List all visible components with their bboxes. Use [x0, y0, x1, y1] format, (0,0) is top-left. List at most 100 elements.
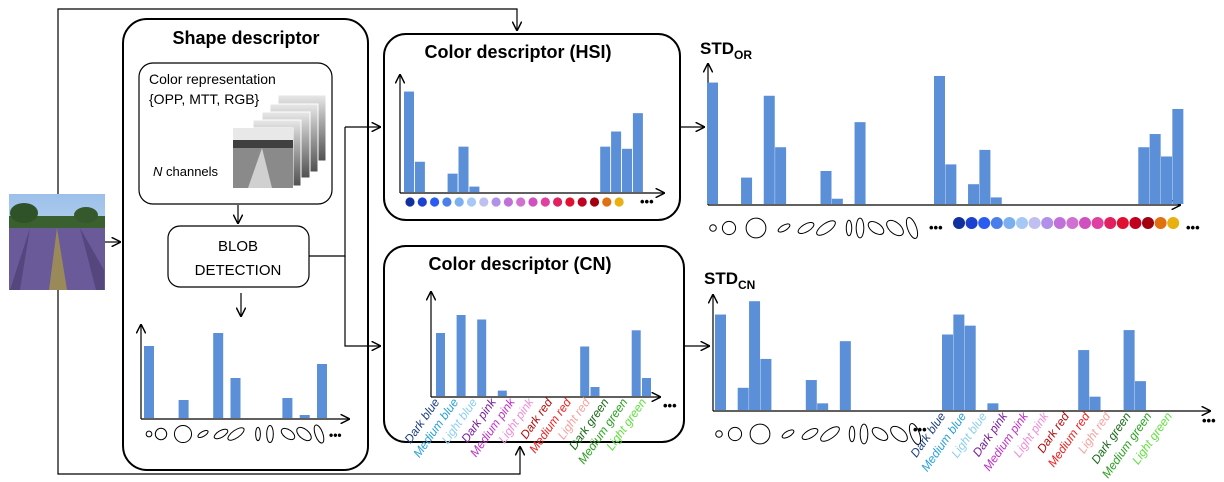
color-representation-box — [138, 62, 333, 205]
shape-histogram-bar — [213, 333, 224, 418]
arrow-image-top-to-hsi — [57, 8, 517, 194]
shape-glyph-ellipse-vertical-icon — [266, 424, 274, 444]
shape-descriptor-title: Shape descriptor — [172, 28, 319, 48]
hsi-histogram-bar — [611, 131, 622, 192]
std-or-shape-ellipse-vertical-long-icon — [905, 217, 919, 239]
shape-glyph-row: ••• — [145, 424, 342, 444]
std-or-histogram-bar — [1161, 156, 1172, 204]
cn-histogram-bar — [477, 319, 487, 396]
hsi-histogram-bar — [447, 173, 458, 192]
std-or-histogram-bar — [1149, 134, 1161, 204]
std-or-shape-ellipse-tilted-wide-2-icon — [886, 219, 904, 237]
std-or-shape-ellipse-vertical-thin-icon — [845, 219, 853, 237]
shape-histogram-bar — [317, 364, 327, 418]
std-or-color-dot — [1041, 217, 1054, 229]
hsi-color-dot — [553, 197, 563, 207]
std-cn-histogram-bar — [942, 334, 953, 410]
std-or-shape-ellipse-vertical-icon — [855, 217, 865, 239]
std-or-shape-row — [709, 217, 919, 239]
std-or-shape-ellipse-tilted-thin-icon — [777, 223, 791, 233]
std-or-shape-ellipse-tilted-long-icon — [816, 220, 836, 236]
shape-histogram-bar — [144, 346, 154, 418]
hsi-histogram-bar — [404, 91, 414, 192]
cn-histogram-bar — [580, 346, 590, 396]
std-or-shape-ellipse-tilted-icon — [797, 221, 815, 235]
hsi-histogram-bar — [469, 186, 480, 192]
shape-glyph-ellipse-tilted-long-icon — [227, 427, 245, 441]
cn-descriptor-title: Color descriptor (CN) — [428, 254, 611, 274]
std-or-color-dot — [1066, 217, 1079, 229]
std-cn-histogram-bar — [737, 387, 749, 410]
hsi-histogram-bar — [622, 148, 632, 192]
shape-histogram-bar — [178, 400, 189, 418]
color-representation-sets: {OPP, MTT, RGB} — [149, 91, 260, 107]
std-or-shape-circle-large-icon — [745, 217, 767, 239]
hsi-histogram-bar — [632, 113, 643, 192]
hsi-color-dot — [466, 197, 477, 207]
std-cn-shape-ellipse-tilted-long-icon — [820, 426, 840, 442]
std-cn-shape-ellipse-vertical-long-icon — [908, 423, 922, 445]
std-or-histogram-bar — [763, 95, 775, 204]
hsi-ellipsis: ••• — [640, 194, 654, 209]
std-or-histogram — [707, 64, 1184, 205]
cn-histogram-bar — [456, 315, 466, 396]
std-or-color-dot — [965, 217, 978, 229]
channel-images-stack — [232, 94, 327, 189]
std-cn-histogram-bar — [1134, 381, 1146, 410]
std-cn-shape-ellipse-tilted-wide-icon — [871, 427, 889, 441]
hsi-color-dot — [577, 197, 587, 207]
arrow-split-to-cn — [344, 256, 380, 346]
std-or-color-dots — [953, 217, 1180, 229]
std-or-color-dot — [1028, 217, 1041, 229]
connector-arrows — [57, 8, 709, 475]
std-or-histogram-bar — [1138, 147, 1150, 204]
std-cn-histogram-bar — [805, 380, 817, 410]
cn-ellipsis: ••• — [663, 398, 677, 413]
shape-glyph-circle-large-icon — [173, 424, 193, 444]
std-or-color-dot — [953, 217, 965, 229]
std-cn-histogram-bar — [760, 358, 772, 410]
hsi-color-dot — [528, 197, 538, 207]
std-cn-histogram-bar — [749, 301, 761, 410]
channels-caption: N channels — [153, 164, 219, 179]
std-cn-shape-ellipse-tilted-wide-2-icon — [890, 425, 908, 443]
std-or-histogram-bar — [979, 149, 991, 204]
hsi-color-dot — [602, 197, 612, 207]
std-or-color-dot — [1053, 217, 1066, 229]
std-or-histogram-bar — [820, 171, 832, 204]
shape-glyph-circle-medium-icon — [154, 427, 168, 441]
std-or-histogram-bar — [775, 147, 787, 204]
std-or-histogram-bar — [990, 197, 1002, 204]
shape-glyph-ellipse-tilted-wide-2-icon — [296, 426, 312, 442]
blob-label-line1: BLOB — [218, 238, 258, 255]
hsi-color-dot — [516, 197, 526, 207]
hsi-color-dots — [405, 197, 624, 207]
hsi-color-dot — [503, 197, 513, 207]
shape-histogram-bar — [230, 378, 241, 418]
std-cn-histogram-bar — [964, 325, 976, 410]
hsi-color-dot — [442, 197, 452, 207]
std-or-color-dot — [1142, 217, 1154, 229]
std-or-color-dot — [990, 217, 1003, 229]
hsi-color-dot — [540, 197, 550, 207]
std-or-color-dot — [1079, 217, 1091, 229]
std-cn-shape-ellipse-tilted-thin-icon — [781, 429, 795, 439]
std-cn-ellipsis-2: ••• — [1202, 413, 1216, 428]
color-representation-label: Color representation — [149, 71, 276, 87]
hsi-histogram — [400, 75, 664, 193]
shape-glyph-ellipse-tilted-thin-icon — [197, 429, 209, 439]
input-photo — [9, 194, 105, 290]
hsi-color-dot — [479, 197, 489, 207]
shape-glyph-circle-small-icon — [145, 430, 153, 438]
std-cn-histogram-bar — [839, 341, 851, 410]
std-cn-histogram — [713, 295, 1210, 411]
std-or-color-dot — [1104, 217, 1117, 229]
std-or-color-dot — [1167, 217, 1180, 229]
hsi-color-dot — [405, 197, 415, 207]
blob-label-line2: DETECTION — [195, 262, 282, 279]
hsi-color-dot — [614, 197, 624, 207]
hsi-histogram-bar — [458, 146, 469, 192]
std-cn-label: STDCN — [704, 269, 755, 292]
